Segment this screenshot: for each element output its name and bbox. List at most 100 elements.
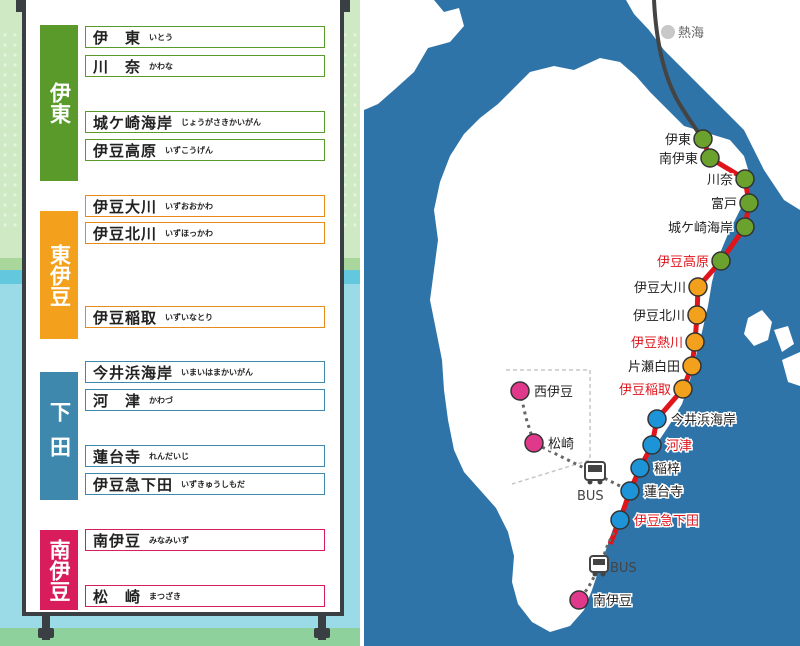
station-name: 伊豆急下田: [93, 475, 174, 494]
map-station-label: 伊豆急下田: [634, 514, 699, 529]
board-leg-left: [42, 614, 50, 640]
group-label-ito: 伊東: [47, 82, 72, 124]
station-kana: れんだいじ: [149, 451, 190, 461]
station-name: 松 崎: [93, 587, 142, 606]
board-station-izukyushimoda: 伊豆急下田 いずきゅうしもだ: [85, 473, 325, 495]
ground-strip: [0, 628, 360, 646]
route-map: 熱海 BUS BUS 伊東南伊東川奈富戸城ケ崎海岸伊豆高原伊豆大川伊豆北川伊豆熱…: [364, 0, 800, 646]
bus-icon-west: [584, 461, 606, 485]
map-station-dot: [735, 169, 755, 189]
map-station-dot: [735, 217, 755, 237]
map-station-dot: [524, 433, 544, 453]
board-station-kawana: 川 奈 かわな: [85, 55, 325, 77]
map-station-label: 伊東: [665, 132, 691, 148]
station-kana: みなみいず: [149, 535, 190, 545]
station-kana: いずおおかわ: [165, 201, 214, 211]
map-station-label: 今井浜海岸: [671, 412, 736, 428]
map-station-dot: [693, 129, 713, 149]
map-station-dot: [610, 510, 630, 530]
station-name: 川 奈: [93, 57, 142, 76]
board-station-izuhokkawa: 伊豆北川 いずほっかわ: [85, 222, 325, 244]
station-name: 河 津: [93, 391, 142, 410]
board-station-imaihama: 今井浜海岸 いまいはまかいがん: [85, 361, 325, 383]
board-leg-right: [318, 614, 326, 640]
map-station-label: 松崎: [548, 437, 574, 452]
map-station-dot: [630, 458, 650, 478]
map-station-label: 富戸: [711, 196, 737, 212]
map-station-label: 西伊豆: [534, 385, 573, 400]
map-station-dot: [642, 435, 662, 455]
map-station-label: 南伊豆: [593, 593, 632, 609]
board-station-rendaiji: 蓮台寺 れんだいじ: [85, 445, 325, 467]
station-kana: かわな: [149, 61, 174, 71]
route-map-svg: 熱海 BUS BUS 伊東南伊東川奈富戸城ケ崎海岸伊豆高原伊豆大川伊豆北川伊豆熱…: [364, 0, 800, 646]
map-station-label: 伊豆北川: [633, 309, 685, 324]
board-station-izukogen: 伊豆高原 いずこうげん: [85, 139, 325, 161]
map-station-dot: [688, 277, 708, 297]
map-station-dot: [673, 379, 693, 399]
land-northeast: [626, 0, 800, 210]
jr-line: [652, 0, 705, 141]
map-station-dot: [739, 193, 759, 213]
map-station-dot: [647, 409, 667, 429]
group-tag-ito: 伊東: [40, 25, 78, 181]
bus-icon-south: [589, 555, 609, 577]
map-station-label: 伊豆熱川: [631, 336, 683, 351]
station-kana: いずいなとり: [165, 312, 214, 322]
station-name: 今井浜海岸: [93, 363, 174, 382]
station-name: 城ケ崎海岸: [93, 113, 174, 132]
map-station-dot: [687, 305, 707, 325]
station-kana: いまいはまかいがん: [181, 367, 254, 377]
station-name: 伊 東: [93, 28, 142, 47]
station-name: 蓮台寺: [93, 447, 142, 466]
board-station-izuokawa: 伊豆大川 いずおおかわ: [85, 195, 325, 217]
map-station-label: 稲梓: [654, 462, 680, 477]
station-name: 伊豆高原: [93, 141, 158, 160]
map-station-label: 蓮台寺: [644, 485, 683, 500]
map-station-label: 片瀬白田: [628, 359, 680, 375]
map-station-dot: [620, 481, 640, 501]
group-tag-higashiizu: 東伊豆: [40, 211, 78, 339]
station-name: 伊豆北川: [93, 224, 158, 243]
board-station-kawazu: 河 津 かわづ: [85, 389, 325, 411]
map-station-dot: [685, 332, 705, 352]
group-label-shimoda: 下田: [47, 401, 72, 471]
station-board-panel: 伊東 伊 東 いとう 川 奈 かわな 城ケ崎海岸 じょうがさきかいがん 伊豆高原…: [0, 0, 360, 646]
board-station-jogasaki: 城ケ崎海岸 じょうがさきかいがん: [85, 111, 325, 133]
island-1: [744, 310, 772, 346]
map-station-dot: [682, 356, 702, 376]
station-name: 伊豆大川: [93, 197, 158, 216]
map-station-label: 伊豆稲取: [619, 383, 671, 398]
map-station-label: 南伊東: [659, 151, 698, 167]
map-station-label: 城ケ崎海岸: [668, 221, 733, 236]
map-station-dot: [569, 590, 589, 610]
station-kana: いずほっかわ: [165, 228, 214, 238]
map-station-label: 河津: [666, 439, 692, 454]
board-station-matsuzaki: 松 崎 まつざき: [85, 585, 325, 607]
station-name: 南伊豆: [93, 531, 142, 550]
atami-label: 熱海: [678, 26, 704, 41]
group-tag-minamiizu: 南伊豆: [40, 530, 78, 610]
map-station-dot: [700, 148, 720, 168]
station-kana: いずきゅうしもだ: [181, 479, 246, 489]
map-station-dot: [711, 251, 731, 271]
bus-label-south: BUS: [610, 561, 637, 576]
map-station-label: 川奈: [707, 173, 733, 188]
map-station-dot: [510, 381, 530, 401]
board-station-ito: 伊 東 いとう: [85, 26, 325, 48]
board-station-izuinatori: 伊豆稲取 いずいなとり: [85, 306, 325, 328]
station-kana: まつざき: [149, 591, 182, 601]
island-3: [782, 352, 800, 386]
island-2: [774, 326, 794, 352]
board-station-minamiizu: 南伊豆 みなみいず: [85, 529, 325, 551]
group-label-higashiizu: 東伊豆: [47, 243, 72, 307]
station-kana: いとう: [149, 32, 174, 42]
station-name: 伊豆稲取: [93, 308, 158, 327]
board-foot-left: [38, 628, 54, 638]
station-kana: かわづ: [149, 395, 174, 405]
station-kana: いずこうげん: [165, 145, 214, 155]
bus-label-west: BUS: [577, 489, 604, 504]
group-label-minamiizu: 南伊豆: [47, 538, 71, 602]
izu-peninsula: [430, 58, 750, 632]
map-station-label: 伊豆大川: [634, 281, 686, 296]
